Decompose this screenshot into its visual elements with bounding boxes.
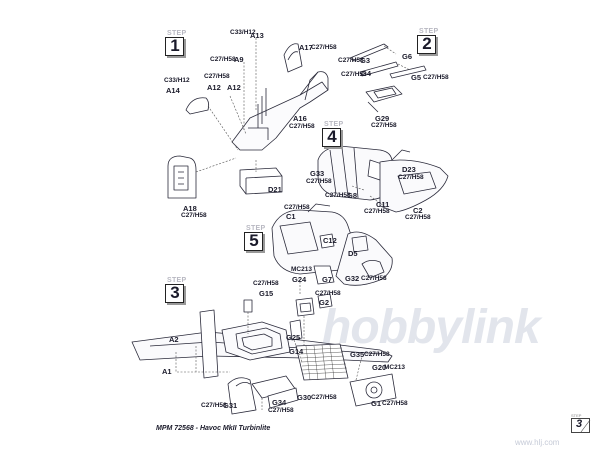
- part-number-label: C1: [286, 212, 296, 221]
- step-box: [244, 232, 263, 251]
- step-box: [417, 35, 436, 54]
- part-number-label: G7: [322, 275, 333, 284]
- step2-parts: [349, 43, 427, 113]
- part-number-label: D23: [402, 165, 416, 174]
- step-number: 2: [422, 34, 432, 53]
- part-number-label: G35: [350, 350, 365, 359]
- paint-code-label: C27/H58: [341, 71, 367, 78]
- paint-code-label: C27/H58: [315, 290, 341, 297]
- part-number-label: G15: [259, 289, 274, 298]
- part-number-label: A17: [299, 43, 313, 52]
- step-box: [165, 284, 184, 303]
- step-box: [165, 37, 184, 56]
- paint-code-label: C27/H58: [289, 123, 315, 130]
- paint-code-label: C27/H58: [405, 214, 431, 221]
- paint-code-label: C27/H58: [364, 351, 390, 358]
- part-number-label: G25: [286, 333, 301, 342]
- paint-code-label: C27/H58: [382, 400, 408, 407]
- part-number-label: A13: [250, 31, 264, 40]
- part-number-label: A12: [227, 83, 241, 92]
- page-number-box: STEP 3: [571, 413, 591, 433]
- part-number-label: G24: [292, 275, 307, 284]
- part-number-label: D21: [268, 185, 282, 194]
- paint-code-label: C27/H58: [201, 402, 227, 409]
- page-number: 3: [576, 418, 583, 430]
- step-word: STEP: [246, 225, 266, 232]
- page-step-word: STEP: [571, 413, 582, 418]
- part-number-label: A12: [207, 83, 221, 92]
- paint-code-label: C27/H58: [423, 74, 449, 81]
- kit-title: MPM 72568 - Havoc MkII Turbinlite: [156, 425, 271, 432]
- paint-code-label: C27/H58: [181, 212, 207, 219]
- paint-code-label: C27/H58: [371, 122, 397, 129]
- part-number-label: A16: [293, 114, 307, 123]
- step5-fuselage-assembly: [271, 203, 393, 286]
- paint-code-label: C27/H58: [311, 44, 337, 51]
- paint-code-label: C27/H58: [338, 57, 364, 64]
- step4-fuselage-assembly: [317, 145, 449, 213]
- watermark-url: www.hlj.com: [515, 438, 560, 447]
- step1-cockpit-assembly: [167, 38, 329, 199]
- part-number-label: A2: [169, 335, 179, 344]
- paint-code-label: C33/H12: [164, 77, 190, 84]
- step-box: [322, 128, 341, 147]
- part-number-label: C12: [323, 236, 337, 245]
- paint-code-label: C33/H12: [230, 29, 256, 36]
- paint-code-label: C27/H58: [311, 394, 337, 401]
- part-number-label: D5: [348, 249, 358, 258]
- step-word: STEP: [167, 30, 187, 37]
- part-number-label: G3: [360, 56, 371, 65]
- step-number: 5: [249, 231, 259, 250]
- watermark-brand: hobbylink: [322, 301, 541, 354]
- part-number-label: A14: [166, 86, 180, 95]
- part-number-label: G33: [310, 169, 325, 178]
- step-word: STEP: [419, 28, 439, 35]
- paint-code-label: MC213: [291, 266, 312, 273]
- part-number-label: G29: [375, 114, 390, 123]
- step-word: STEP: [324, 121, 344, 128]
- part-number-label: C11: [376, 200, 390, 209]
- step3-wing-assembly: [131, 280, 397, 415]
- part-number-label: G5: [411, 73, 422, 82]
- part-number-label: G6: [402, 52, 413, 61]
- paint-code-label: C27/H58: [284, 204, 310, 211]
- part-number-label: C2: [413, 206, 423, 215]
- paint-code-label: C27/H58: [306, 178, 332, 185]
- paint-code-label: C27/H58: [268, 407, 294, 414]
- step-number: 4: [327, 127, 337, 146]
- part-number-label: A18: [183, 204, 197, 213]
- part-number-label: G1: [371, 399, 382, 408]
- step-number: 1: [170, 36, 180, 55]
- paint-code-label: C27/H58: [210, 56, 236, 63]
- step-number: 3: [170, 283, 180, 302]
- paint-code-label: MC213: [384, 364, 405, 371]
- part-number-label: G20: [372, 363, 387, 372]
- part-number-label: G2: [319, 298, 330, 307]
- part-number-label: G32: [345, 274, 360, 283]
- part-number-label: G30: [297, 393, 312, 402]
- paint-code-label: C27/H58: [204, 73, 230, 80]
- step-word: STEP: [167, 277, 187, 284]
- page-frame: [571, 418, 590, 433]
- paint-code-label: C27/H58: [361, 275, 387, 282]
- paint-code-label: C27/H58: [398, 174, 424, 181]
- part-number-label: G31: [223, 401, 238, 410]
- paint-code-label: C27/H58: [253, 280, 279, 287]
- paint-code-label: C27/H58: [325, 192, 351, 199]
- part-number-label: G14: [289, 347, 304, 356]
- part-number-label: G4: [361, 69, 372, 78]
- part-number-label: G34: [272, 398, 287, 407]
- part-number-label: A9: [234, 55, 244, 64]
- part-number-label: G8: [347, 191, 358, 200]
- part-number-label: A1: [162, 367, 172, 376]
- paint-code-label: C27/H58: [364, 208, 390, 215]
